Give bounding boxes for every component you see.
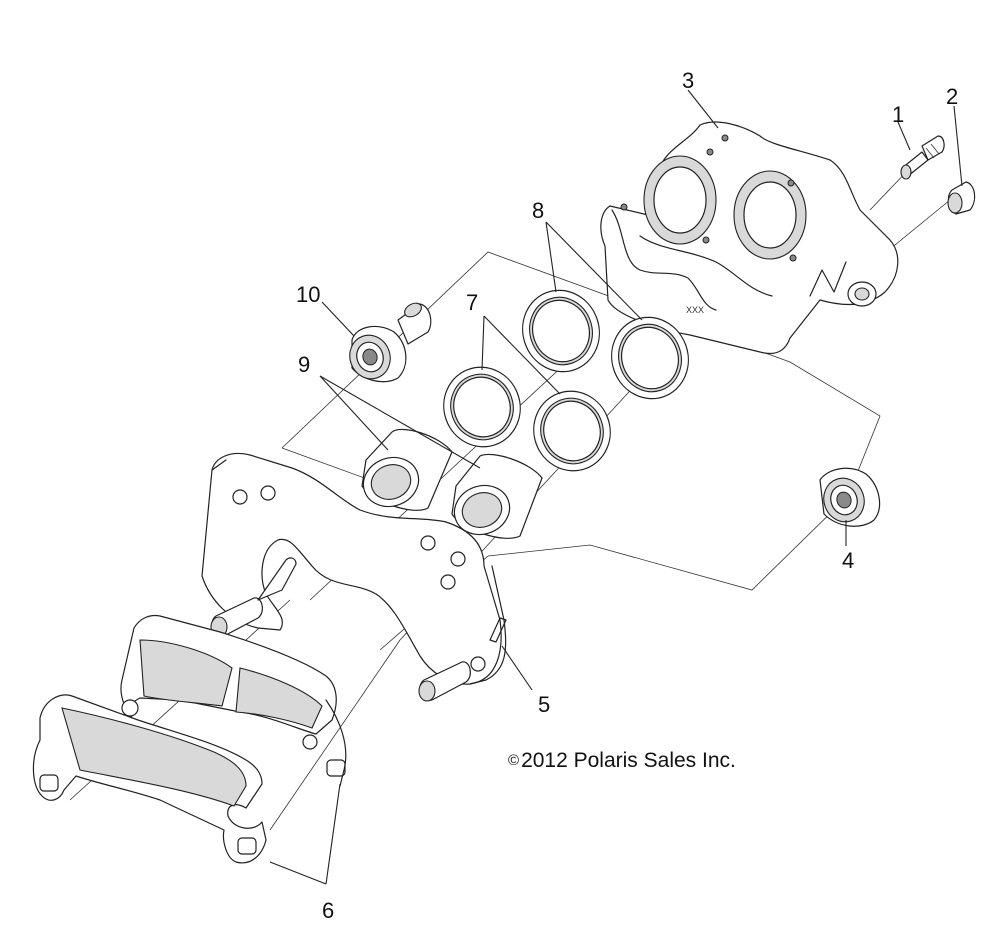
pin-boot-part: [819, 467, 881, 527]
slide-pin-and-boot-part: [349, 302, 432, 383]
svg-text:XXX: XXX: [686, 305, 704, 315]
piston-seal-large-part: [522, 289, 689, 400]
copyright-text: 2012 Polaris Sales Inc.: [521, 749, 736, 772]
pad-pin-part: [489, 617, 507, 643]
callout-label-9: 9: [298, 352, 311, 377]
callout-label-4: 4: [842, 548, 855, 573]
callout-label-10: 10: [296, 282, 321, 307]
callout-label-7: 7: [466, 290, 479, 315]
callout-label-1: 1: [892, 102, 905, 127]
copyright-notice: ©2012 Polaris Sales Inc.: [508, 749, 736, 773]
callout-label-2: 2: [946, 84, 959, 109]
callout-label-6: 6: [322, 898, 335, 923]
caliper-piston-part: [361, 428, 543, 539]
piston-seal-small-part: [443, 366, 611, 472]
callout-label-5: 5: [538, 692, 551, 717]
callout-label-3: 3: [682, 68, 695, 93]
brake-pad-inner-part: [120, 614, 337, 750]
caliper-mounting-bracket-part: [201, 452, 507, 702]
copyright-symbol: ©: [508, 752, 520, 769]
brake-pad-outer-part: [32, 694, 347, 864]
caliper-body-part: XXX: [600, 121, 899, 355]
bleeder-screw-part: [900, 135, 945, 180]
callout-label-8: 8: [532, 198, 545, 223]
callout-leader-lines: [269, 89, 963, 885]
bleeder-cap-part: [947, 181, 976, 215]
